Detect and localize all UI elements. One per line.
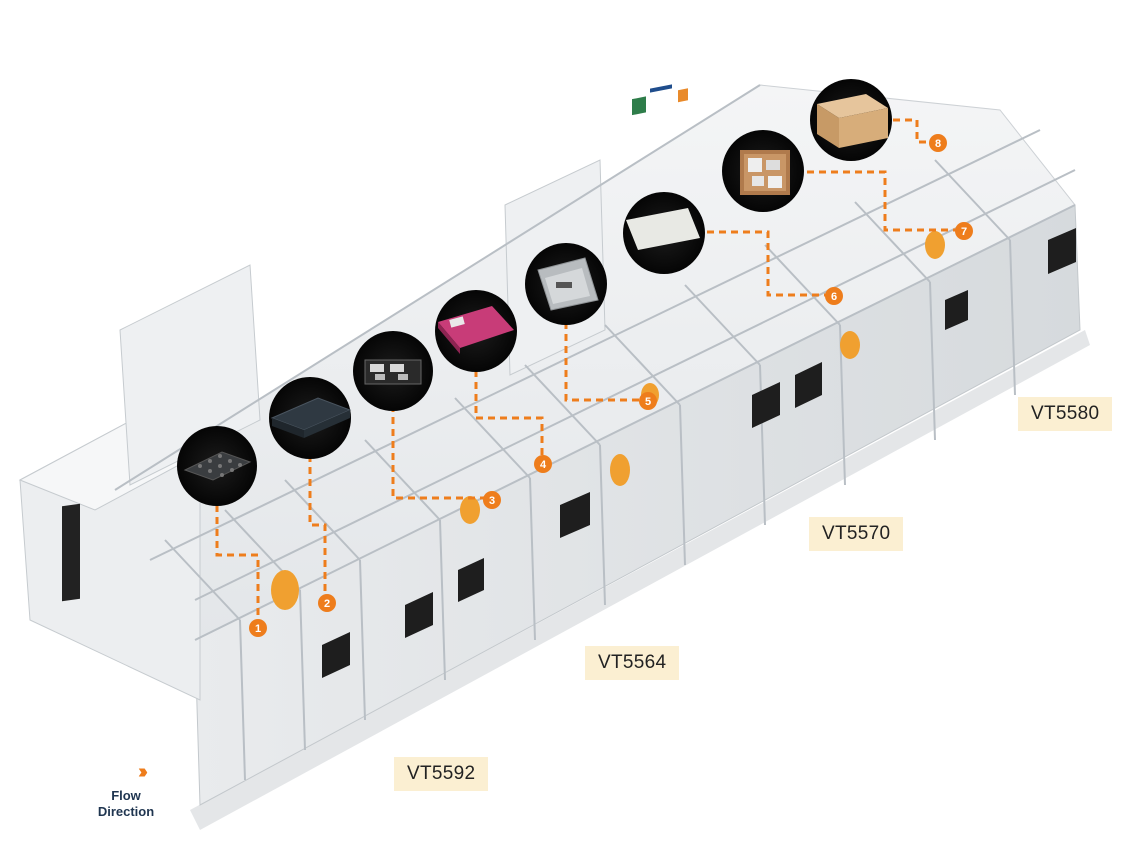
svg-text:2: 2 <box>324 598 330 610</box>
flow-direction-legend: ››› Flow Direction <box>88 762 164 820</box>
station-label-vt5564: VT5564 <box>585 646 680 680</box>
product-cell-tray-image <box>177 426 257 506</box>
step-marker-5: 5 <box>639 392 657 410</box>
step-marker-2: 2 <box>318 594 336 612</box>
svg-text:3: 3 <box>489 495 495 507</box>
product-closed-carton-image <box>810 79 892 161</box>
product-tray-items-image <box>353 331 433 411</box>
machine-line-body <box>18 84 1090 830</box>
station-label-vt5570: VT5570 <box>809 517 904 551</box>
step-marker-7: 7 <box>955 222 973 240</box>
flow-path <box>215 118 962 625</box>
product-open-carton-image <box>722 130 804 212</box>
flow-label-line2: Direction <box>97 804 155 819</box>
step-markers: 1 2 3 4 5 6 7 8 <box>249 134 973 637</box>
svg-text:6: 6 <box>831 291 837 303</box>
svg-text:8: 8 <box>935 138 941 150</box>
product-module-image <box>269 377 352 459</box>
product-retail-box-image <box>623 84 705 274</box>
step-marker-1: 1 <box>249 619 267 637</box>
step-marker-3: 3 <box>483 491 501 509</box>
svg-text:1: 1 <box>255 623 261 635</box>
step-marker-4: 4 <box>534 455 552 473</box>
flow-label-line1: Flow <box>111 788 141 803</box>
svg-text:7: 7 <box>961 226 967 238</box>
product-circles <box>177 79 892 506</box>
svg-text:4: 4 <box>540 459 547 471</box>
station-label-vt5592: VT5592 <box>394 757 489 791</box>
step-marker-6: 6 <box>825 287 843 305</box>
product-pink-box-image <box>435 290 517 372</box>
hmi-screens <box>322 228 1076 678</box>
product-foil-bag-image <box>525 243 607 325</box>
station-label-vt5580: VT5580 <box>1018 397 1113 431</box>
svg-text:5: 5 <box>645 396 651 408</box>
double-chevron-right-icon: ››› <box>138 761 148 783</box>
step-marker-8: 8 <box>929 134 947 152</box>
